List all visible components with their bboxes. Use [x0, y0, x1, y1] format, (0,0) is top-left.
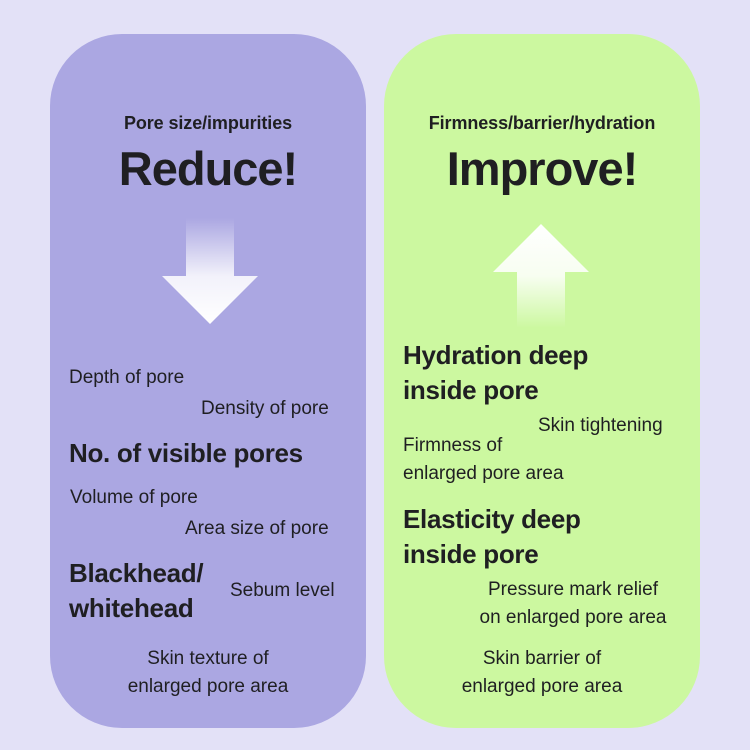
arrow-up-icon — [493, 224, 589, 328]
barrier-line2: enlarged pore area — [461, 676, 623, 697]
volume-of-pore: Volume of pore — [70, 487, 198, 508]
depth-of-pore: Depth of pore — [69, 367, 185, 388]
arrow-down-icon — [162, 218, 258, 324]
texture-line2: enlarged pore area — [127, 676, 289, 697]
visible-pores: No. of visible pores — [69, 438, 303, 468]
right-heading: Improve! — [446, 142, 639, 195]
blackhead-line1: Blackhead/ — [69, 558, 204, 588]
hydration-line2: inside pore — [403, 375, 539, 405]
reduce-panel — [50, 34, 366, 728]
pressure-line1: Pressure mark relief — [488, 579, 658, 600]
firmness-line1: Firmness of — [403, 435, 503, 456]
improve-panel — [384, 34, 700, 728]
elasticity-line1: Elasticity deep — [403, 504, 581, 534]
density-of-pore: Density of pore — [201, 398, 329, 419]
right-subtitle: Firmness/barrier/hydration — [428, 113, 656, 133]
left-heading: Reduce! — [118, 142, 298, 195]
area-size-of-pore: Area size of pore — [185, 518, 329, 539]
left-subtitle: Pore size/impurities — [123, 113, 293, 133]
pressure-line2: on enlarged pore area — [479, 607, 667, 628]
sebum-level: Sebum level — [230, 580, 335, 601]
firmness-line2: enlarged pore area — [403, 463, 564, 484]
blackhead-line2: whitehead — [69, 593, 194, 623]
hydration-line1: Hydration deep — [403, 340, 589, 370]
texture-line1: Skin texture of — [147, 648, 269, 669]
skin-tightening: Skin tightening — [538, 415, 663, 436]
barrier-line1: Skin barrier of — [482, 648, 602, 669]
elasticity-line2: inside pore — [403, 539, 539, 569]
